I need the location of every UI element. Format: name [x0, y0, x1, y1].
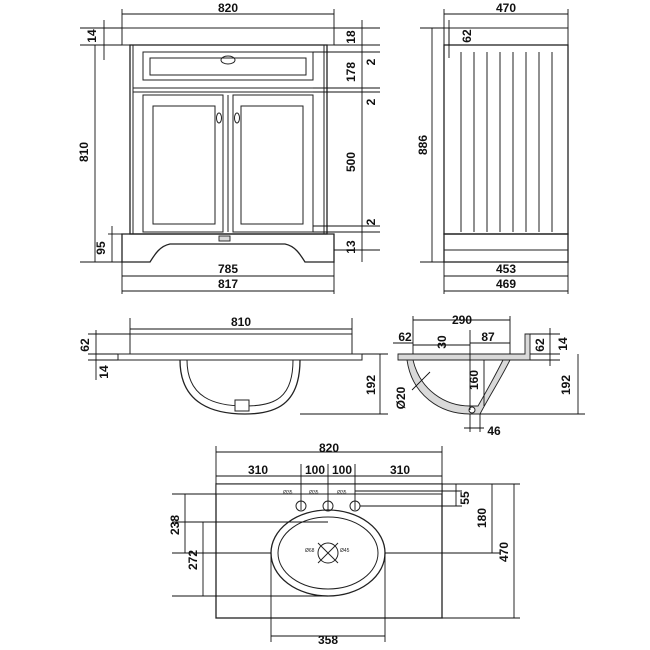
plan-tap-hole-label: Ø35: [309, 490, 319, 496]
dim-front-right-0: 18: [344, 30, 358, 44]
front-door-left: [142, 94, 224, 233]
front-toe-plate: [218, 235, 231, 242]
dim-side-depth-body: 469: [496, 277, 516, 291]
basin-front-upstand: [129, 333, 353, 355]
front-drawer: [142, 51, 314, 81]
dim-section-width: 290: [452, 313, 472, 327]
dim-front-right-4: 500: [344, 152, 358, 172]
dim-plan-55: 55: [458, 491, 472, 505]
dim-front-top-thickness: 14: [85, 29, 99, 43]
dim-section-depth: 192: [559, 375, 573, 395]
dim-basin-front-upstand: 62: [78, 338, 92, 352]
plan-waste-label-2: Ø45: [340, 548, 350, 554]
dim-side-upstand: 62: [460, 29, 474, 43]
basin-front-bowl-inner: [186, 359, 294, 407]
front-overflow-hole: [220, 55, 236, 65]
dim-plan-seg-0: 310: [248, 463, 268, 477]
basin-front-waste: [234, 399, 250, 412]
plan-outline: [215, 483, 443, 619]
dim-section-right-thickness: 14: [556, 337, 570, 351]
dim-section-87: 87: [481, 330, 495, 344]
front-drawer-panel: [149, 57, 307, 76]
dim-front-width-body: 817: [218, 277, 238, 291]
basin-front-top: [117, 353, 363, 361]
basin-front-bowl: [179, 359, 301, 415]
front-countertop: [121, 27, 335, 46]
front-door-knob-left: [216, 112, 222, 124]
dim-section-30: 30: [435, 335, 449, 349]
dim-basin-front-thickness: 14: [97, 365, 111, 379]
front-door-knob-right: [234, 112, 240, 124]
dim-plan-overall-depth: 470: [497, 542, 511, 562]
dim-front-width-top: 820: [218, 1, 238, 15]
dim-section-upstand-left: 62: [398, 330, 412, 344]
dim-side-depth-top: 470: [496, 1, 516, 15]
plan-tap-hole-label: Ø35: [337, 490, 347, 496]
dim-front-right-6: 13: [344, 240, 358, 254]
front-door-left-panel: [152, 105, 216, 225]
dim-plan-overall-width: 820: [319, 441, 339, 455]
front-door-right-panel: [240, 105, 304, 225]
plan-waste-label-1: Ø68: [305, 548, 315, 554]
dim-plan-seg-3: 310: [390, 463, 410, 477]
basin-section-waste: [468, 406, 476, 414]
dim-basin-front-depth: 192: [364, 375, 378, 395]
basin-section-view: 290 62 30 87 160 Ø20 46 62 14 192: [393, 313, 585, 438]
dim-section-46: 46: [487, 424, 501, 438]
dim-plan-180: 180: [475, 508, 489, 528]
dim-section-160: 160: [467, 370, 481, 390]
front-plinth: [121, 233, 335, 263]
dim-front-right-3: 2: [364, 98, 378, 105]
front-door-right: [232, 94, 314, 233]
side-cabinet: [443, 44, 569, 235]
dim-side-depth-plinth: 453: [496, 262, 516, 276]
dim-plan-seg-1: 100: [305, 463, 325, 477]
dim-plan-272: 272: [186, 550, 200, 570]
dim-front-overall-height: 810: [77, 142, 91, 162]
dim-front-plinth-height: 95: [94, 241, 108, 255]
basin-front-view: 810 62 14 192: [78, 315, 388, 415]
plan-waste-hole: [317, 542, 339, 564]
dim-plan-bowl-width: 358: [318, 633, 338, 647]
dim-front-right-5: 2: [364, 218, 378, 225]
dim-section-right-upstand: 62: [533, 338, 547, 352]
dim-basin-front-width: 810: [231, 315, 251, 329]
plan-tap-hole-label: Ø35: [283, 490, 293, 496]
dim-section-waste-dia: Ø20: [394, 386, 408, 409]
front-view: 820 14 810 95 785 817 18 2 178 2 500: [77, 1, 380, 294]
dim-front-width-plinth: 785: [218, 262, 238, 276]
dim-front-right-1: 2: [364, 58, 378, 65]
basin-section-bowl: [406, 359, 511, 415]
dim-side-overall-height: 886: [416, 135, 430, 155]
plan-upstand: [215, 483, 443, 495]
dim-front-right-2: 178: [344, 62, 358, 82]
plan-bowl-inner: [277, 516, 379, 590]
side-plinth: [443, 233, 569, 263]
dim-plan-238: 238: [168, 515, 182, 535]
basin-plan-view: Ø35 Ø35 Ø35 Ø68 Ø45 820 310 100 100 310 …: [168, 441, 520, 647]
dim-plan-seg-2: 100: [332, 463, 352, 477]
side-view: 470 62 886 453 469: [416, 1, 569, 294]
